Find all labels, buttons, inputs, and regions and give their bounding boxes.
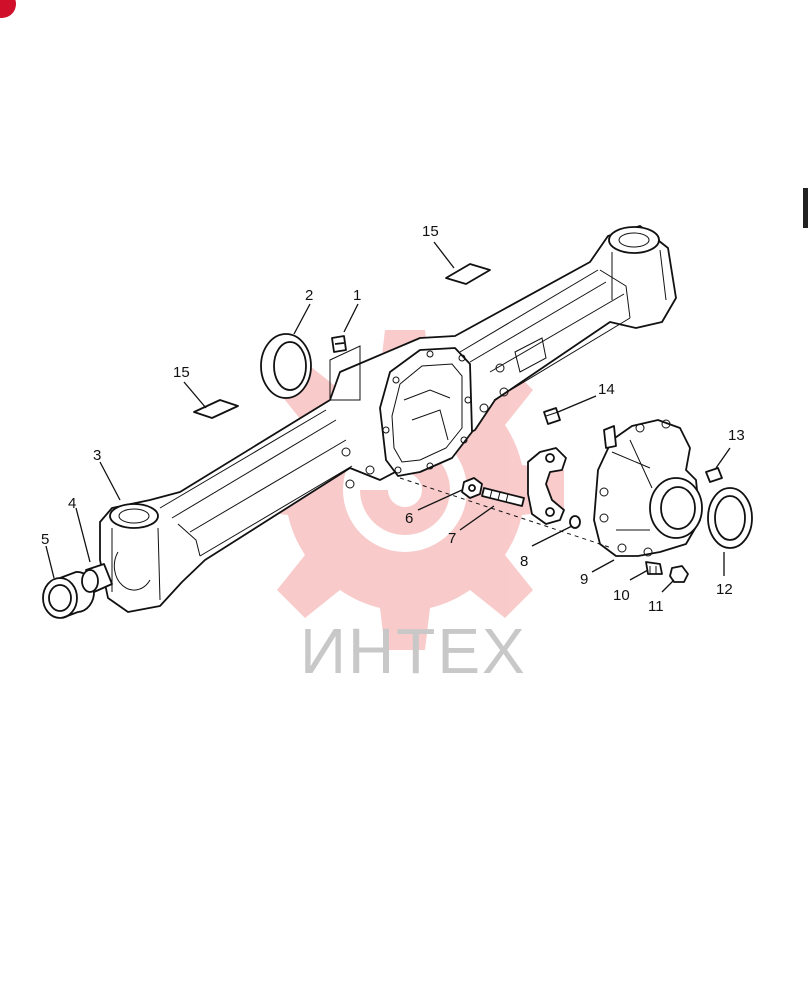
pin-near-8 [569, 515, 581, 529]
callout-15-left: 15 [173, 364, 190, 381]
axle-housing [99, 225, 677, 613]
callout-7: 7 [448, 530, 456, 547]
decal-15-top [445, 263, 491, 285]
bushing-4 [81, 563, 113, 593]
callout-labels: 1 2 3 4 5 6 7 8 9 10 11 12 13 14 15 15 [41, 223, 745, 615]
callout-3: 3 [93, 447, 101, 464]
cap-nut-11 [669, 565, 689, 583]
callout-6: 6 [405, 510, 413, 527]
seal-ring-2 [260, 333, 312, 399]
watermark-text: ИНТЕХ [300, 615, 527, 687]
seal-ring-12 [707, 487, 753, 549]
callout-2: 2 [305, 287, 313, 304]
hub-housing-9 [593, 419, 703, 557]
decal-15-left [193, 399, 239, 419]
assembly-axis-line [399, 477, 613, 549]
nut-6 [461, 477, 483, 499]
callout-10: 10 [613, 587, 630, 604]
grease-fitting-1 [331, 335, 347, 353]
callout-1: 1 [353, 287, 361, 304]
shim-8 [527, 447, 567, 525]
fitting-10 [645, 561, 663, 575]
callout-8: 8 [520, 553, 528, 570]
callout-11: 11 [648, 598, 664, 615]
corner-badge [0, 0, 16, 18]
callout-12: 12 [716, 581, 733, 598]
dowel-13 [705, 467, 723, 483]
edge-mark [803, 188, 808, 228]
leader-lines [45, 241, 731, 593]
callout-13: 13 [728, 427, 745, 444]
callout-4: 4 [68, 495, 76, 512]
callout-14: 14 [598, 381, 615, 398]
callout-9: 9 [580, 571, 588, 588]
callout-5: 5 [41, 531, 49, 548]
callout-15-top: 15 [422, 223, 439, 240]
stud-7 [481, 487, 525, 507]
plug-14 [543, 407, 561, 425]
